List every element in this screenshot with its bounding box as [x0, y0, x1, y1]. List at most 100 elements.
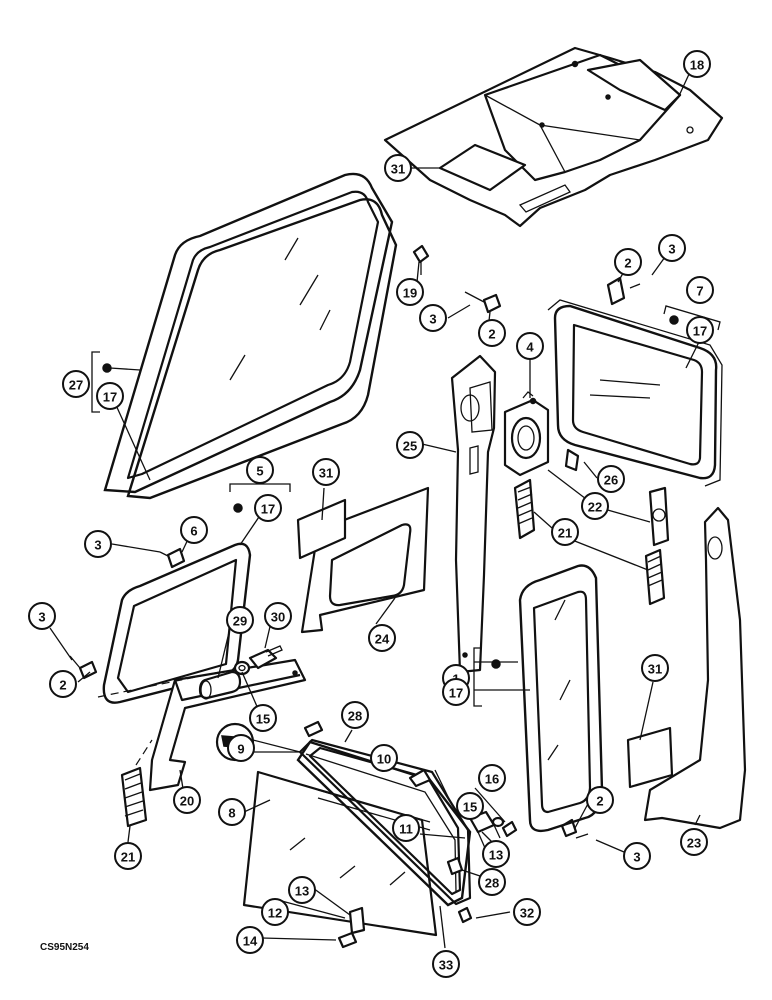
- callout-number: 32: [520, 906, 534, 921]
- callout-circle: [370, 744, 398, 772]
- callout-circle: [246, 456, 274, 484]
- callout-21: 21: [114, 842, 142, 870]
- pillar-trim: [450, 354, 497, 674]
- speaker-grille: [648, 486, 670, 547]
- callout-circle: [226, 606, 254, 634]
- air-vent-lower: [120, 766, 148, 828]
- callout-number: 7: [696, 284, 703, 299]
- callout-number: 14: [243, 934, 258, 949]
- callout-6: 6: [180, 516, 208, 544]
- callout-30: 30: [264, 602, 292, 630]
- callout-16: 16: [478, 764, 506, 792]
- callout-circle: [249, 704, 277, 732]
- callout-9: 9: [227, 734, 255, 762]
- callout-circle: [264, 602, 292, 630]
- callout-number: 15: [463, 800, 477, 815]
- callout-circle: [341, 701, 369, 729]
- callout-21: 21: [551, 518, 579, 546]
- callout-19: 19: [396, 278, 424, 306]
- bolt: [248, 645, 283, 670]
- callout-12: 12: [261, 898, 289, 926]
- callout-circle: [392, 814, 420, 842]
- air-vent-right: [644, 548, 666, 606]
- callout-number: 12: [268, 906, 282, 921]
- callout-circle: [49, 670, 77, 698]
- callout-number: 19: [403, 286, 417, 301]
- callout-circle: [597, 465, 625, 493]
- callout-number: 13: [295, 884, 309, 899]
- callout-circle: [384, 154, 412, 182]
- callout-number: 21: [121, 850, 135, 865]
- callout-circle: [686, 316, 714, 344]
- callout-circle: [686, 276, 714, 304]
- callout-circle: [683, 50, 711, 78]
- callout-number: 2: [624, 256, 631, 271]
- callout-32: 32: [513, 898, 541, 926]
- callout-number: 28: [348, 709, 362, 724]
- callout-circle: [180, 516, 208, 544]
- callout-number: 3: [94, 538, 101, 553]
- callout-15: 15: [249, 704, 277, 732]
- trim-pad: [296, 498, 347, 560]
- callout-number: 2: [596, 794, 603, 809]
- callout-31: 31: [641, 654, 669, 682]
- small-fasteners: [69, 244, 641, 949]
- callout-circle: [419, 304, 447, 332]
- callout-number: 26: [604, 473, 618, 488]
- callout-number: 27: [69, 378, 83, 393]
- callout-circle: [641, 654, 669, 682]
- callout-28: 28: [478, 868, 506, 896]
- callout-circle: [516, 332, 544, 360]
- callout-circle: [396, 431, 424, 459]
- callout-circle: [478, 868, 506, 896]
- callout-number: 13: [489, 848, 503, 863]
- callout-3: 3: [84, 530, 112, 558]
- callout-circle: [96, 382, 124, 410]
- interior-trim-panel: [300, 486, 430, 634]
- callout-17: 17: [442, 678, 470, 706]
- washer: [233, 660, 251, 676]
- callout-number: 28: [485, 876, 499, 891]
- callout-number: 23: [687, 836, 701, 851]
- callout-5: 5: [246, 456, 274, 484]
- callout-31: 31: [384, 154, 412, 182]
- callout-number: 17: [449, 686, 463, 701]
- callout-15: 15: [456, 792, 484, 820]
- callout-20: 20: [173, 786, 201, 814]
- callout-circle: [551, 518, 579, 546]
- corner-pad: [626, 726, 674, 789]
- callout-number: 6: [190, 524, 197, 539]
- callout-number: 5: [256, 464, 263, 479]
- callout-circle: [396, 278, 424, 306]
- callout-number: 3: [633, 850, 640, 865]
- callout-circle: [62, 370, 90, 398]
- rear-window-glass: [103, 172, 398, 500]
- callout-number: 9: [237, 742, 244, 757]
- latch-cylinder: [198, 670, 242, 700]
- callout-2: 2: [614, 248, 642, 276]
- callout-28: 28: [341, 701, 369, 729]
- callout-number: 2: [488, 327, 495, 342]
- callout-number: 33: [439, 958, 453, 973]
- callout-number: 24: [375, 632, 390, 647]
- callout-2: 2: [49, 670, 77, 698]
- alignment-lines: [97, 671, 221, 766]
- callout-number: 29: [233, 614, 247, 629]
- callout-number: 8: [228, 806, 235, 821]
- callout-number: 10: [377, 752, 391, 767]
- drawing-code: CS95N254: [40, 942, 89, 953]
- callout-26: 26: [597, 465, 625, 493]
- callout-17: 17: [254, 494, 282, 522]
- callout-number: 31: [319, 466, 333, 481]
- callout-23: 23: [680, 828, 708, 856]
- callout-circle: [581, 492, 609, 520]
- callout-circle: [288, 876, 316, 904]
- callout-circle: [432, 950, 460, 978]
- callout-3: 3: [658, 234, 686, 262]
- callout-number: 3: [668, 242, 675, 257]
- callout-number: 4: [526, 340, 534, 355]
- callout-number: 25: [403, 439, 417, 454]
- callout-3: 3: [623, 842, 651, 870]
- callout-circle: [236, 926, 264, 954]
- callout-number: 3: [38, 610, 45, 625]
